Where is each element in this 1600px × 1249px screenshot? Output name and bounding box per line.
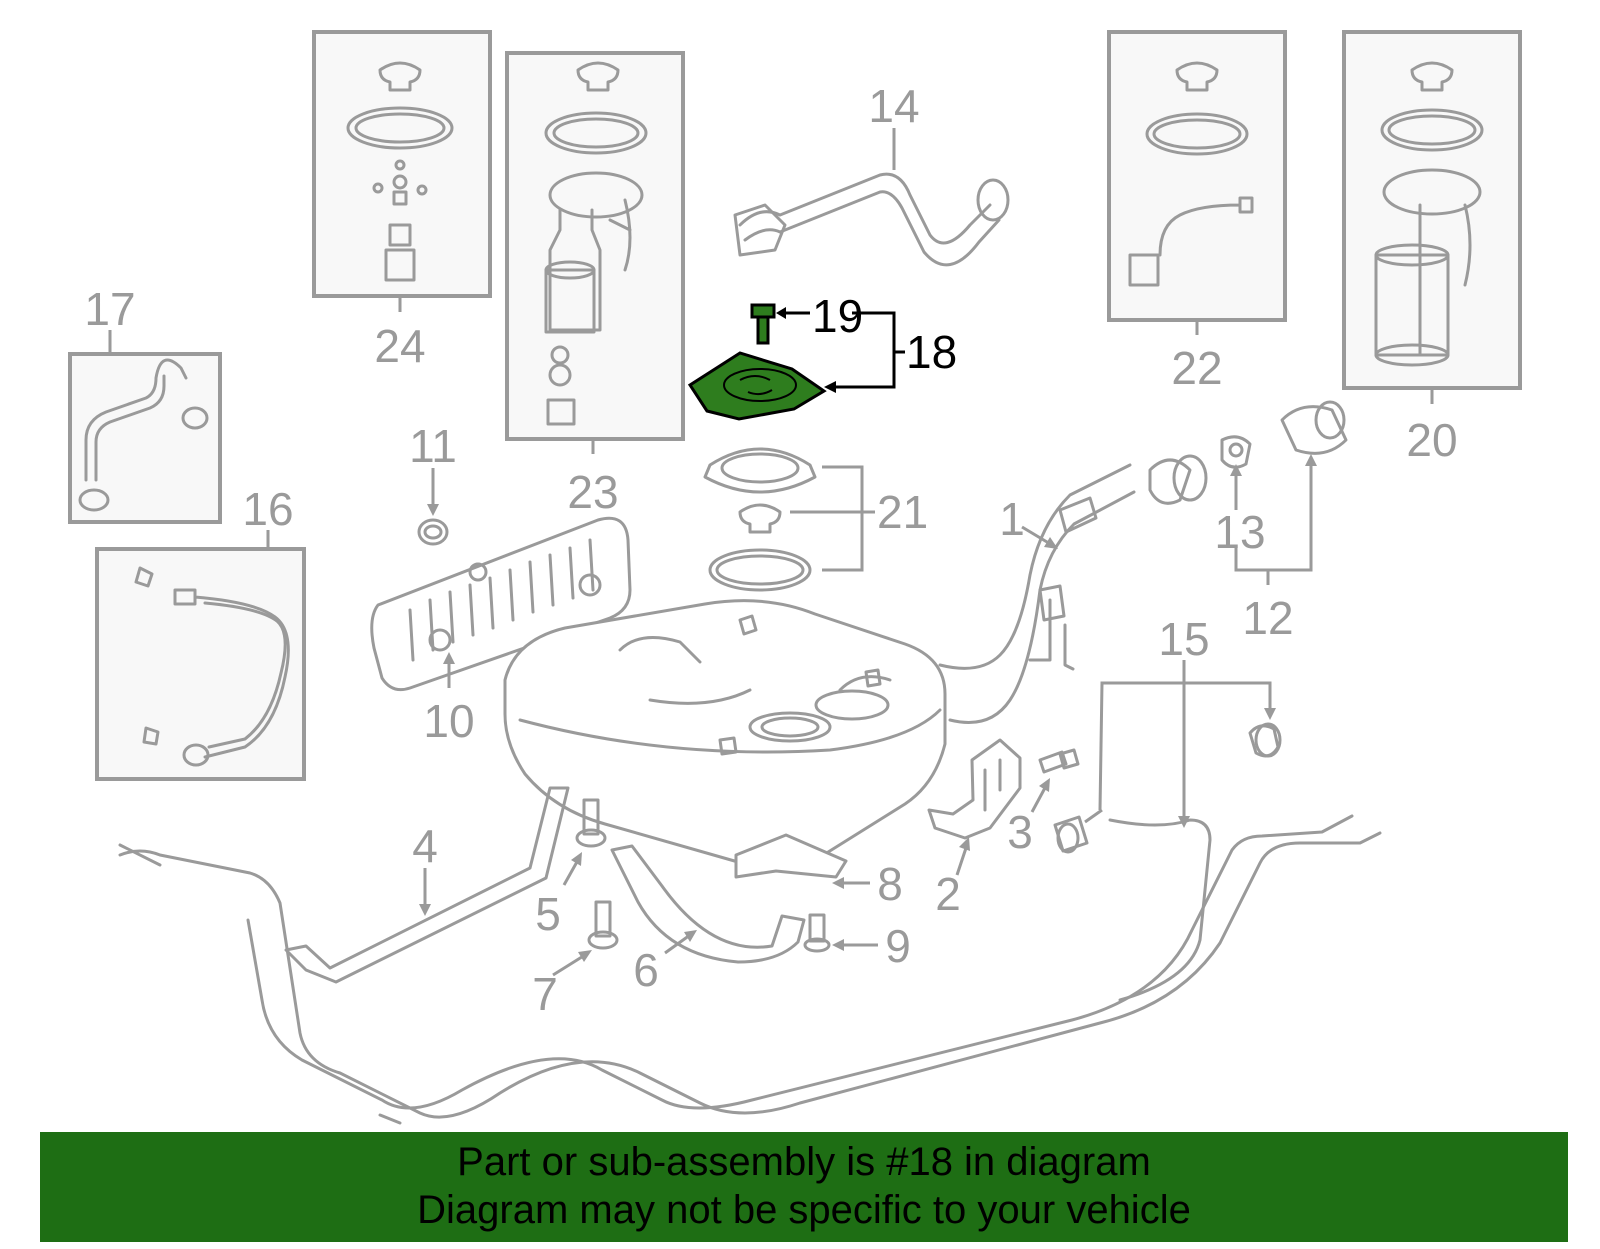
leader-6 bbox=[664, 930, 697, 955]
part-19-bolt[interactable] bbox=[750, 303, 776, 345]
callout-24: 24 bbox=[374, 320, 425, 372]
callout-1: 1 bbox=[999, 493, 1025, 545]
callout-11: 11 bbox=[409, 420, 457, 472]
banner-line-1: Part or sub-assembly is #18 in diagram bbox=[457, 1140, 1151, 1184]
part-9-bolt[interactable] bbox=[803, 913, 831, 953]
leader-2 bbox=[955, 837, 970, 876]
callout-18: 18 bbox=[906, 326, 957, 378]
callout-7: 7 bbox=[532, 968, 558, 1020]
fuel-lines[interactable] bbox=[118, 814, 1382, 1125]
callout-19: 19 bbox=[812, 290, 863, 342]
banner-line-2: Diagram may not be specific to your vehi… bbox=[417, 1188, 1191, 1232]
callout-15: 15 bbox=[1158, 613, 1209, 665]
leader-11 bbox=[427, 468, 439, 516]
part-box-17[interactable] bbox=[68, 352, 222, 524]
callout-10: 10 bbox=[423, 695, 474, 747]
leader-1 bbox=[1021, 525, 1058, 549]
leader-10 bbox=[443, 652, 455, 688]
part-2-bracket[interactable] bbox=[927, 738, 1022, 840]
callout-8: 8 bbox=[877, 858, 903, 910]
callout-4: 4 bbox=[412, 820, 438, 872]
part-21-ring-set[interactable] bbox=[703, 447, 817, 592]
callout-13: 13 bbox=[1214, 506, 1265, 558]
callout-14: 14 bbox=[868, 80, 919, 132]
part-7-bolt[interactable] bbox=[587, 900, 619, 950]
leader-21 bbox=[790, 465, 875, 572]
part-18-cover-plate[interactable] bbox=[687, 351, 827, 421]
callout-3: 3 bbox=[1007, 806, 1033, 858]
part-14-hose[interactable] bbox=[733, 172, 1010, 267]
part-box-24[interactable] bbox=[312, 30, 492, 298]
part-15-vent-line[interactable] bbox=[1053, 722, 1282, 1002]
callout-2: 2 bbox=[935, 868, 961, 920]
callout-20: 20 bbox=[1406, 414, 1457, 466]
callout-6: 6 bbox=[633, 944, 659, 996]
part-6-strap[interactable] bbox=[610, 844, 806, 964]
part-11-o-ring[interactable] bbox=[417, 518, 449, 546]
callout-16: 16 bbox=[242, 483, 293, 535]
leader-9 bbox=[832, 939, 878, 951]
leader-3 bbox=[1030, 778, 1050, 813]
callout-9: 9 bbox=[885, 920, 911, 972]
callout-22: 22 bbox=[1171, 342, 1222, 394]
part-13-cap[interactable] bbox=[1220, 435, 1252, 469]
leader-8 bbox=[832, 877, 870, 889]
part-3-bolt[interactable] bbox=[1038, 748, 1080, 774]
part-10-heat-shield[interactable] bbox=[370, 516, 632, 692]
part-box-20[interactable] bbox=[1342, 30, 1522, 390]
fuel-tank[interactable] bbox=[503, 599, 947, 869]
part-5-bolt[interactable] bbox=[575, 798, 607, 848]
callout-17: 17 bbox=[84, 283, 135, 335]
info-banner: Part or sub-assembly is #18 in diagram D… bbox=[40, 1132, 1568, 1242]
part-8-plate[interactable] bbox=[734, 833, 848, 879]
part-11-o-ring-inner bbox=[423, 524, 443, 540]
callout-5: 5 bbox=[535, 888, 561, 940]
part-4-strap[interactable] bbox=[284, 786, 570, 984]
callout-23: 23 bbox=[567, 466, 618, 518]
leader-12-13 bbox=[1230, 454, 1317, 585]
part-1-filler-neck[interactable] bbox=[938, 454, 1208, 724]
leader-7 bbox=[552, 950, 592, 977]
leader-5 bbox=[562, 852, 582, 886]
leader-15 bbox=[1084, 660, 1276, 828]
part-box-23[interactable] bbox=[505, 51, 685, 441]
callout-12: 12 bbox=[1242, 592, 1293, 644]
part-box-16[interactable] bbox=[95, 547, 306, 781]
leader-18-19 bbox=[776, 307, 905, 393]
part-box-22[interactable] bbox=[1107, 30, 1287, 322]
callout-21: 21 bbox=[877, 486, 928, 538]
part-12-housing[interactable] bbox=[1280, 400, 1348, 455]
leader-4 bbox=[419, 868, 431, 916]
